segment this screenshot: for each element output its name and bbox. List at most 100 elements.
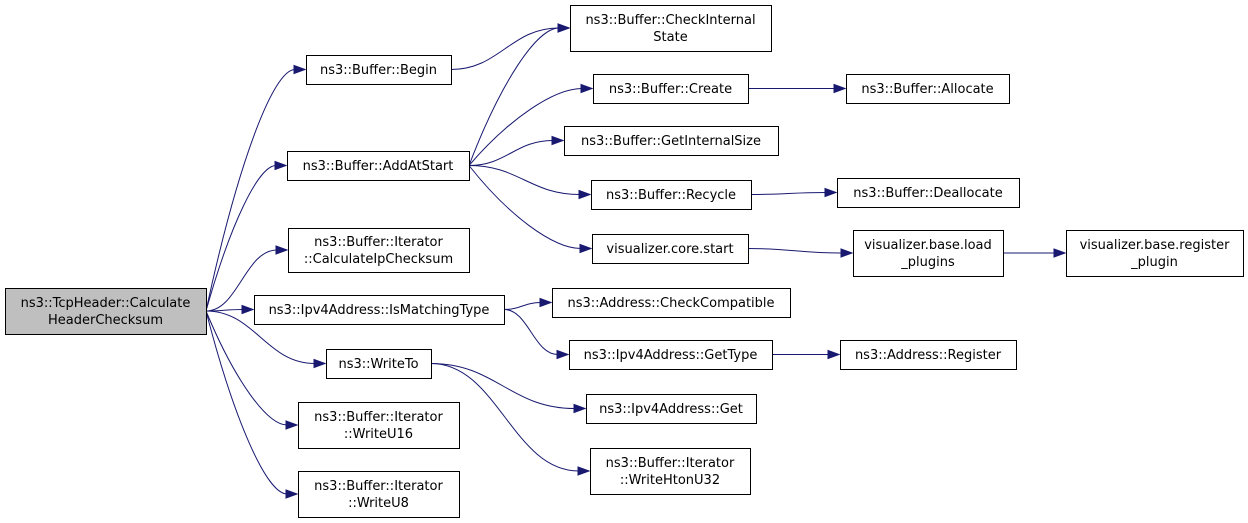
node-label: ns3::Buffer::Iterator: [314, 410, 443, 425]
arrowhead-icon: [824, 187, 838, 198]
node-box: [298, 402, 460, 449]
node-getinternalsize[interactable]: ns3::Buffer::GetInternalSize: [564, 126, 779, 156]
arrowhead-icon: [556, 349, 570, 360]
node-box: [591, 180, 752, 210]
node-label: _plugins: [900, 255, 955, 270]
edge-addatstart-to-getinternalsize: [468, 135, 565, 166]
arrowhead-icon: [313, 358, 327, 369]
edge-line: [430, 363, 576, 409]
edge-addatstart-to-create: [468, 83, 594, 166]
node-label: State: [653, 30, 687, 45]
edge-line: [205, 165, 277, 312]
node-label: ns3::Buffer::CheckInternal: [585, 13, 755, 28]
node-allocate[interactable]: ns3::Buffer::Allocate: [846, 74, 1010, 104]
arrowhead-icon: [833, 83, 847, 94]
arrowhead-icon: [285, 489, 299, 499]
arrowhead-icon: [577, 466, 591, 476]
node-box: [593, 74, 749, 104]
node-label: ns3::Buffer::Recycle: [606, 188, 736, 203]
edge-writeto-to-ipv4get: [430, 363, 587, 414]
node-box: [570, 5, 772, 52]
node-registerplugin[interactable]: visualizer.base.register_plugin: [1066, 230, 1244, 277]
node-checkcompat[interactable]: ns3::Address::CheckCompatible: [552, 288, 791, 318]
arrowhead-icon: [578, 189, 592, 200]
edge-line: [750, 192, 827, 195]
node-box: [5, 288, 207, 335]
node-box: [306, 55, 452, 85]
node-ismatching[interactable]: ns3::Ipv4Address::IsMatchingType: [254, 295, 505, 325]
edge-gettype-to-addrregister: [772, 349, 841, 360]
edge-begin-to-checkinternal: [450, 23, 571, 70]
arrowhead-icon: [579, 243, 593, 254]
arrowhead-icon: [275, 245, 289, 255]
edge-ismatching-to-checkcompat: [503, 297, 553, 310]
node-vcstart[interactable]: visualizer.core.start: [592, 234, 749, 264]
node-box: [1066, 230, 1244, 277]
node-label: HeaderChecksum: [48, 313, 163, 328]
edge-line: [205, 310, 288, 495]
node-create[interactable]: ns3::Buffer::Create: [593, 74, 749, 104]
node-deallocate[interactable]: ns3::Buffer::Deallocate: [837, 178, 1020, 208]
arrowhead-icon: [551, 135, 565, 146]
node-label: ns3::Buffer::Create: [609, 82, 732, 97]
edge-line: [468, 88, 583, 166]
node-label: ns3::Buffer::Allocate: [861, 82, 993, 97]
node-addatstart[interactable]: ns3::Buffer::AddAtStart: [287, 151, 470, 181]
arrowhead-icon: [840, 248, 854, 258]
node-label: ns3::Ipv4Address::Get: [599, 402, 743, 417]
edge-line: [430, 363, 580, 472]
arrowhead-icon: [557, 23, 571, 33]
node-box: [837, 178, 1020, 208]
arrowhead-icon: [293, 64, 307, 75]
edge-line: [468, 27, 560, 166]
node-writeu16[interactable]: ns3::Buffer::Iterator::WriteU16: [298, 402, 460, 449]
node-label: ns3::Address::Register: [855, 348, 1002, 363]
edge-calc-to-writeu8: [205, 310, 299, 499]
node-recycle[interactable]: ns3::Buffer::Recycle: [591, 180, 752, 210]
node-label: ns3::Ipv4Address::GetType: [584, 348, 758, 363]
edge-calc-to-addatstart: [205, 160, 288, 312]
arrowhead-icon: [285, 420, 299, 430]
node-writehton[interactable]: ns3::Buffer::Iterator::WriteHtonU32: [590, 448, 751, 495]
node-label: visualizer.core.start: [606, 242, 733, 257]
edge-vcstart-to-loadplugins: [747, 248, 854, 258]
node-label: ns3::Address::CheckCompatible: [567, 296, 774, 311]
node-box: [254, 295, 505, 325]
edge-calc-to-begin: [205, 64, 307, 312]
edge-line: [205, 69, 296, 312]
edge-addatstart-to-checkinternal: [468, 23, 571, 166]
node-label: visualizer.base.register: [1080, 238, 1231, 253]
edge-calc-to-calcip: [205, 245, 289, 312]
edge-line: [450, 27, 560, 70]
node-label: visualizer.base.load: [864, 238, 992, 253]
edge-line: [205, 310, 288, 426]
node-label: ns3::Buffer::AddAtStart: [303, 159, 454, 174]
edge-ismatching-to-gettype: [503, 309, 570, 360]
edge-recycle-to-deallocate: [750, 187, 838, 198]
edge-loadplugins-to-registerplugin: [1003, 248, 1067, 258]
edge-line: [503, 302, 542, 310]
node-writeu8[interactable]: ns3::Buffer::Iterator::WriteU8: [298, 471, 460, 518]
node-label: ns3::Buffer::Deallocate: [853, 186, 1002, 201]
node-addrregister[interactable]: ns3::Address::Register: [840, 340, 1017, 370]
node-loadplugins[interactable]: visualizer.base.load _plugins: [853, 230, 1004, 277]
nodes-layer: ns3::TcpHeader::CalculateHeaderChecksumn…: [5, 5, 1244, 518]
arrowhead-icon: [573, 403, 587, 414]
node-begin[interactable]: ns3::Buffer::Begin: [306, 55, 452, 85]
arrowhead-icon: [274, 160, 288, 171]
edges-layer: [205, 23, 1067, 499]
node-writeto[interactable]: ns3::WriteTo: [326, 349, 432, 379]
node-label: ns3::Buffer::Iterator: [606, 456, 735, 471]
node-calcip[interactable]: ns3::Buffer::Iterator::CalculateIpChecks…: [288, 228, 470, 273]
node-label: ns3::Ipv4Address::IsMatchingType: [269, 303, 490, 318]
node-box: [552, 288, 791, 318]
arrowhead-icon: [580, 83, 594, 94]
node-label: ns3::WriteTo: [338, 357, 418, 372]
node-gettype[interactable]: ns3::Ipv4Address::GetType: [569, 340, 773, 370]
edge-line: [503, 309, 559, 355]
edge-line: [468, 165, 581, 195]
node-ipv4get[interactable]: ns3::Ipv4Address::Get: [586, 394, 757, 424]
node-box: [326, 349, 432, 379]
node-label: ns3::Buffer::Begin: [320, 63, 437, 78]
